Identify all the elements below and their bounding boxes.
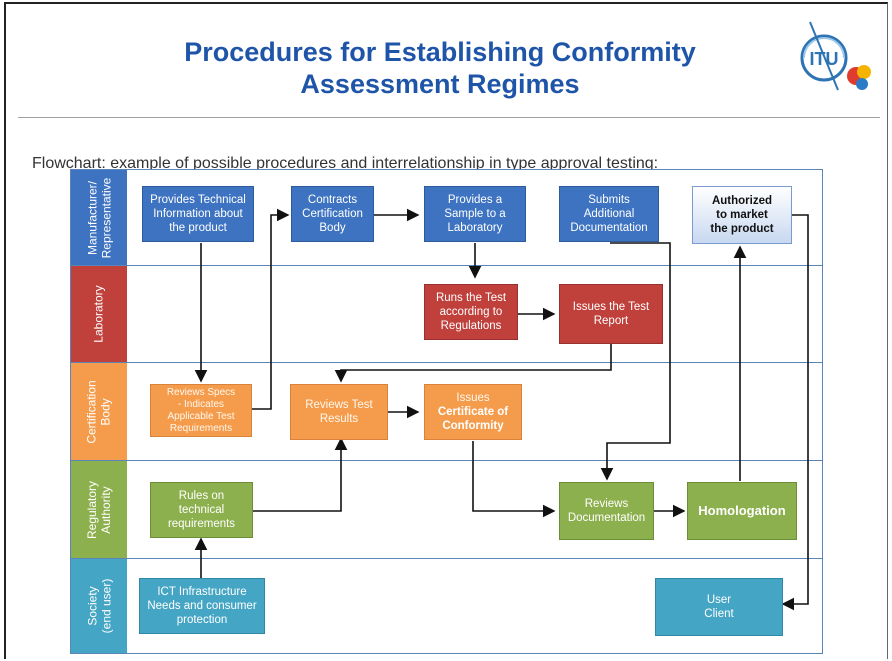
flowchart: Manufacturer/ Representative Laboratory … [70, 169, 823, 654]
arrow-specs-to-contracts [252, 208, 290, 410]
title-line-1: Procedures for Establishing Conformity [184, 37, 696, 67]
box-reviews-test-results: Reviews Test Results [290, 384, 388, 440]
box-ict-infrastructure: ICT Infrastructure Needs and consumer pr… [139, 578, 265, 634]
arrow-authorized-to-user [781, 214, 809, 611]
arrow-submits-to-docs [600, 242, 671, 481]
lane-society: Society (end user) [70, 558, 823, 654]
box-submits-documentation: Submits Additional Documentation [559, 186, 659, 242]
box-rules-on-requirements: Rules on technical requirements [150, 482, 253, 538]
title-line-2: Assessment Regimes [300, 69, 580, 99]
box-runs-the-test: Runs the Test according to Regulations [424, 284, 518, 340]
box-homologation: Homologation [687, 482, 797, 540]
slide-frame [4, 2, 888, 659]
box-user-client: User Client [655, 578, 783, 636]
box-issues-test-report: Issues the Test Report [559, 284, 663, 344]
issues-cert-line-1: Issues [456, 392, 490, 404]
box-issues-certificate: Issues Certificate of Conformity [424, 384, 522, 440]
flowchart-caption: Flowchart: example of possible procedure… [32, 155, 659, 172]
arrow-rules-to-results [253, 437, 348, 512]
header-divider [18, 117, 880, 118]
flow-arrows [194, 208, 809, 611]
lane-regulatory: Regulatory Authority [70, 460, 823, 559]
box-reviews-specs: Reviews Specs - Indicates Applicable Tes… [150, 384, 252, 437]
issues-cert-line-2: Certificate of Conformity [437, 406, 509, 432]
box-provides-technical-info: Provides Technical Information about the… [142, 186, 254, 242]
arrow-report-to-results [334, 344, 612, 383]
slide-title: Procedures for Establishing Conformity A… [90, 36, 790, 100]
box-contracts-certification-body: Contracts Certification Body [291, 186, 374, 242]
box-provides-sample: Provides a Sample to a Laboratory [424, 186, 526, 242]
arrow-cert-to-docs [472, 441, 556, 518]
logo-text: ITU [810, 49, 839, 69]
box-authorized-to-market: Authorized to market the product [692, 186, 792, 244]
itu-logo-icon: ITU [800, 21, 871, 91]
box-reviews-documentation: Reviews Documentation [559, 482, 654, 540]
